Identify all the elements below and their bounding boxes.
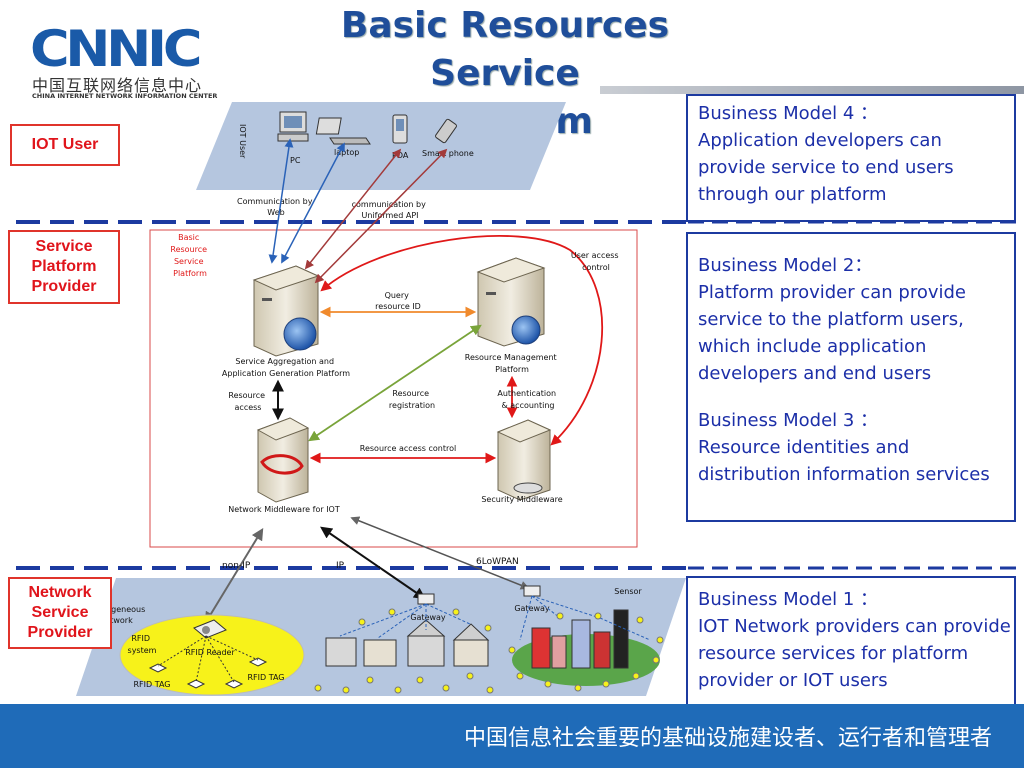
resource-mgmt-server-icon [476,257,546,347]
arrow-6lowpan [350,516,530,590]
title-underline-bar [600,86,1024,94]
sensor-links [519,595,651,641]
heterogeneous-network-label: Heterogeneous Network [84,605,148,625]
sensor-label: Sensor [614,587,642,596]
business-model-3-text: Resource identities and distribution inf… [698,437,990,485]
rfid-area [119,614,305,696]
spacer [698,387,1014,407]
gateway-2-icon [523,585,541,597]
footer-bar: 中国信息社会重要的基础设施建设者、运行者和管理者 [0,704,1024,768]
non-ip-label: non-IP [222,561,251,571]
comm-web-label: Communication by Web [237,197,315,217]
query-resource-id-label: Query resource ID [375,291,421,311]
business-model-3-heading: Business Model 3 ： [698,410,879,431]
role-spp-line-1: Service [35,238,93,255]
pda-icon [392,114,408,144]
business-model-4-box: Business Model 4 ： Application developer… [686,94,1016,222]
building-network-links [339,603,471,639]
resource-mgmt-platform-label: Resource Management Platform [465,353,559,374]
building-sensor-nodes [314,608,494,694]
network-middleware-server-icon [256,417,310,503]
cnnic-logo: CNNIC 中国互联网络信息中心 CHINA INTERNET NETWORK … [28,20,228,100]
resource-access-control-label: Resource access control [360,444,456,453]
iot-user-plane [196,102,566,190]
iot-user-plane-label: IOT User [238,124,247,159]
gateway-1-icon [417,593,435,605]
role-nsp-line-3: Provider [27,624,93,641]
user-access-control-label: User access control [571,251,621,272]
rfid-tag-icons [148,657,268,689]
building-icons [325,619,490,667]
business-model-4-text: Application developers can provide servi… [698,130,954,205]
logo-chinese-name: 中国互联网络信息中心 [32,76,203,95]
security-middleware-label: Security Middleware [481,495,562,504]
aggregation-platform-label: Service Aggregation and Application Gene… [222,357,350,378]
resource-registration-label: Resource registration [389,389,435,410]
business-model-1-box: Business Model 1 ： IOT Network providers… [686,576,1016,706]
business-model-1-text: IOT Network providers can provide resour… [698,616,1011,691]
business-model-2-heading: Business Model 2： [698,255,873,276]
arrow-phone-to-aggregation [314,148,448,284]
role-iot-user: IOT User [10,124,120,166]
arrow-non-ip [204,527,264,625]
arrow-user-access-control [320,235,604,446]
pc-icon [277,111,309,142]
business-model-4-heading: Business Model 4 ： [698,103,879,124]
rfid-tag-2-label: RFID TAG [247,673,284,682]
auth-accounting-label: Authentication & accounting [497,389,558,410]
sensor-city-icons [531,609,629,669]
footer-slogan: 中国信息社会重要的基础设施建设者、运行者和管理者 [463,726,992,751]
ip-label: IP [336,561,345,571]
rfid-reader-label: RFID Reader [185,648,235,657]
rfid-reader-icon [193,619,227,639]
smartphone-icon [435,118,457,144]
business-model-2-3-box: Business Model 2： Platform provider can … [686,232,1016,522]
rfid-tag-1-label: RFID TAG [133,680,170,689]
gateway-1-label: Gateway [410,613,446,622]
sensor-nodes [508,612,664,692]
business-model-2-text: Platform provider can provide service to… [698,282,967,384]
role-spp-line-2: Platform [31,258,97,275]
lowpan-label: 6LoWPAN [476,557,519,567]
role-iot-user-text: IOT User [31,136,99,153]
logo-mark: CNNIC [30,20,202,78]
network-middleware-label: Network Middleware for IOT [228,505,340,514]
resource-access-label: Resource access [228,391,267,412]
role-spp-line-3: Provider [31,278,97,295]
role-nsp-line-2: Service [31,604,89,621]
rfid-links [157,635,259,683]
business-model-1-heading: Business Model 1 ： [698,589,879,610]
aggregation-server-icon [252,265,320,357]
role-service-platform-provider: Service Platform Provider [8,230,120,304]
platform-frame-label: Basic Resource Service Platform [170,233,209,278]
device-label-pc: PC [290,156,301,165]
device-label-smartphone: Smart phone [422,149,474,158]
rfid-system-label: RFID system [128,634,157,655]
gateway-2-label: Gateway [514,604,550,613]
title-line-1: Basic Resources Service [340,5,670,94]
logo-english-name: CHINA INTERNET NETWORK INFORMATION CENTE… [32,92,218,100]
arrow-resource-registration [308,324,482,442]
comm-api-label: communication by Uniformed API [352,200,429,220]
role-network-service-provider: Network Service Provider [8,577,112,649]
security-middleware-server-icon [496,419,552,501]
role-nsp-line-1: Network [28,584,92,601]
device-label-pda: PDA [392,151,409,160]
